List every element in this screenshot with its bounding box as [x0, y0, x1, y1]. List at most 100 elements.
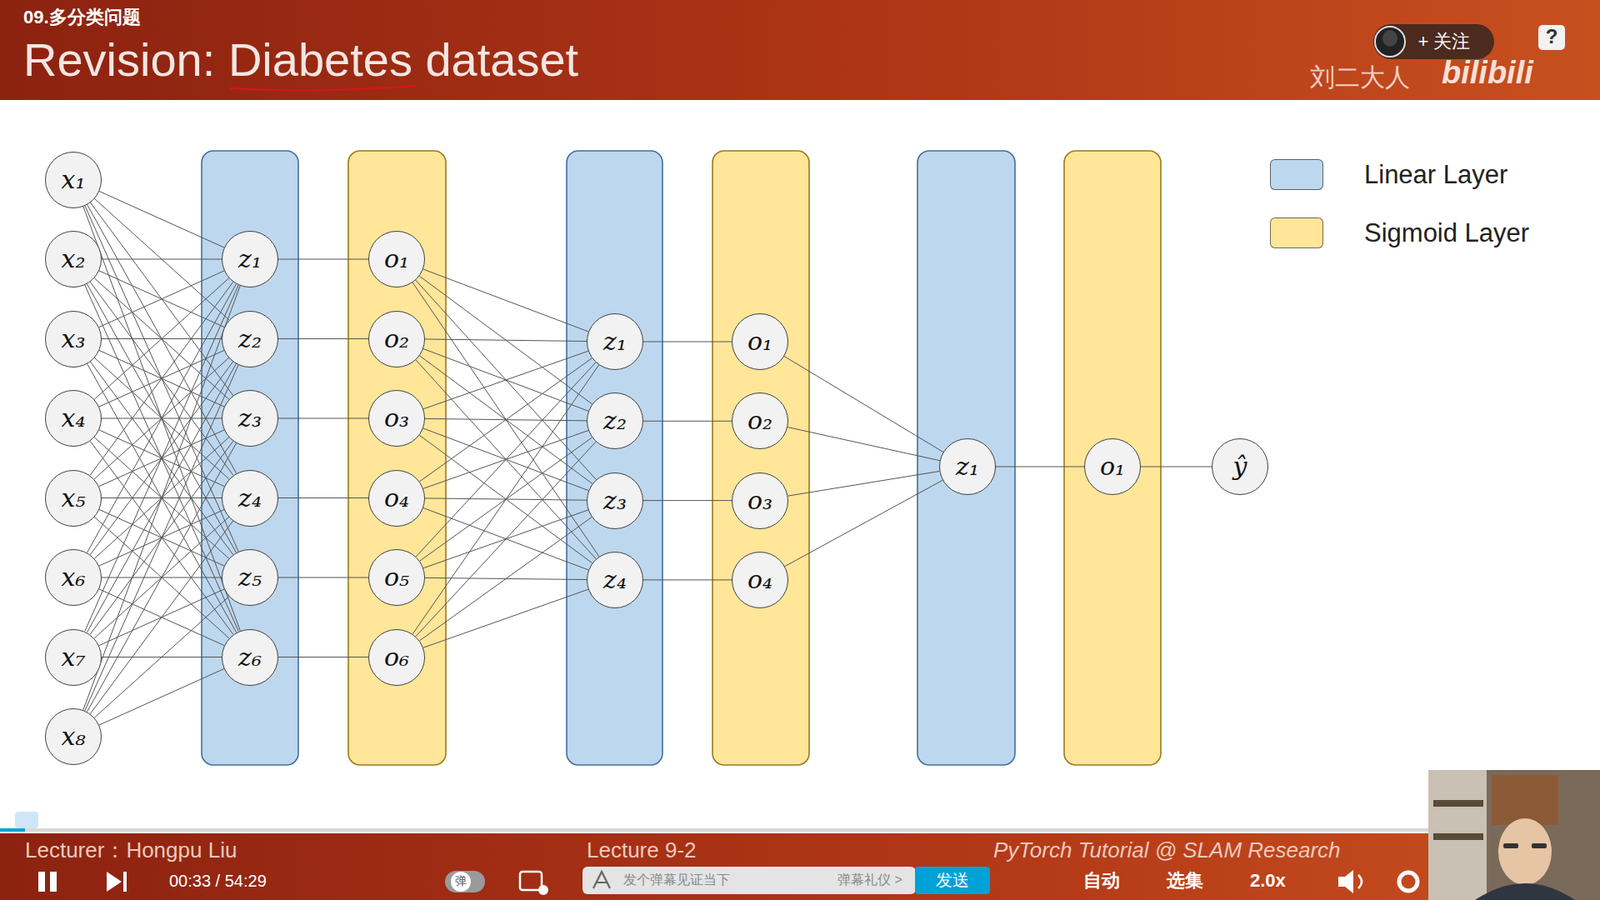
- danmaku-toggle-text: 弹: [455, 874, 467, 888]
- neuron-circle: o₅: [368, 549, 425, 606]
- weight-connection: [278, 338, 369, 340]
- danmaku-toggle: [450, 871, 471, 892]
- neuron-label: o₄: [384, 485, 410, 511]
- neuron-circle: o₁: [368, 230, 425, 288]
- weight-connection: [85, 205, 239, 552]
- webcam-frame: [1428, 770, 1487, 900]
- weight-connection: [423, 269, 589, 332]
- weight-connection: [86, 204, 236, 474]
- neuron-label: z₁: [603, 329, 627, 355]
- follow-button-text: + 关注: [1418, 30, 1471, 52]
- weight-connection: [643, 420, 732, 422]
- legend-swatch: [1270, 217, 1324, 249]
- neuron-circle: o₁: [731, 313, 789, 370]
- weight-connection: [83, 205, 240, 630]
- neuron-label: x₁: [61, 167, 86, 193]
- avatar: [1375, 26, 1405, 57]
- weight-connection: [86, 443, 236, 713]
- time-display: 00:33 / 54:29: [169, 871, 267, 891]
- neuron-circle: o₃: [731, 472, 789, 530]
- webcam-face: [1498, 818, 1552, 885]
- weight-connection: [415, 362, 596, 557]
- slide-title: Revision: Diabetes dataset: [23, 33, 579, 87]
- neuron-label: x₄: [61, 405, 86, 431]
- weight-connection: [423, 589, 589, 648]
- video-title: 09.多分类问题: [23, 6, 141, 28]
- neuron-circle: x₅: [45, 470, 102, 527]
- quality-button: 自动: [1083, 870, 1120, 891]
- slide-footer: Lecturer：Hongpu Liu: [25, 838, 237, 864]
- sigmoid-band: [712, 150, 810, 765]
- slide-footer: PyTorch Tutorial @ SLAM Research: [993, 838, 1341, 864]
- neuron-label: o₁: [1100, 454, 1125, 480]
- neuron-circle: x₂: [45, 230, 102, 288]
- next-icon: [123, 871, 127, 892]
- legend-entry: Sigmoid Layer: [1270, 217, 1530, 249]
- weight-connection: [278, 418, 369, 420]
- neuron-label: z₃: [603, 488, 627, 514]
- weight-connection: [90, 281, 234, 475]
- neuron-label: x₇: [61, 645, 86, 670]
- neuron-label: o₂: [747, 408, 773, 434]
- weight-connection: [425, 339, 587, 342]
- sigmoid-band: [1064, 150, 1161, 765]
- webcam-body: [1475, 883, 1575, 900]
- weight-connection: [420, 358, 593, 482]
- linear-band: [917, 150, 1015, 765]
- neuron-circle: o₃: [368, 390, 425, 447]
- neuron-circle: x₆: [45, 549, 102, 606]
- neuron-label: o₂: [384, 326, 410, 352]
- neuron-circle: z₁: [586, 313, 644, 370]
- neuron-label: z₄: [603, 567, 627, 593]
- neuron-circle: z₂: [586, 392, 644, 450]
- weight-connection: [94, 596, 229, 718]
- neuron-circle: z₃: [221, 390, 279, 447]
- danmaku-toggle: [445, 870, 485, 893]
- pause-icon: [50, 871, 57, 892]
- danmaku-settings-icon: [520, 871, 542, 890]
- neuron-circle: x₇: [45, 629, 102, 686]
- danmaku-input: [582, 866, 916, 895]
- neuron-label: z₁: [955, 454, 980, 480]
- progress-played: [0, 828, 25, 832]
- weight-connection: [278, 656, 369, 658]
- neuron-circle: x₃: [45, 310, 102, 368]
- neuron-circle: z₆: [221, 629, 279, 686]
- weight-connection: [784, 356, 944, 453]
- weight-connection: [94, 198, 229, 320]
- neuron-label: ŷ: [1233, 454, 1248, 480]
- neuron-label: z₄: [238, 485, 262, 511]
- weight-connection: [83, 285, 240, 710]
- webcam-face: [1503, 843, 1519, 849]
- weight-connection: [85, 365, 239, 711]
- volume-icon: [1358, 875, 1362, 889]
- legend-text: Sigmoid Layer: [1364, 218, 1530, 249]
- settings-icon: [1399, 872, 1418, 891]
- weight-connection: [785, 480, 943, 566]
- weight-connection: [415, 280, 596, 480]
- neuron-circle: x₄: [45, 390, 102, 447]
- hand-underline: [230, 85, 417, 90]
- webcam-frame: [1433, 833, 1484, 840]
- neuron-label: o₁: [747, 329, 773, 355]
- weight-connection: [643, 579, 732, 580]
- uploader-watermark: 刘二大人: [1310, 63, 1410, 93]
- neuron-circle: o₄: [731, 551, 789, 609]
- weight-connection: [90, 202, 234, 396]
- help-icon: [1538, 25, 1565, 50]
- help-icon-text: ?: [1545, 25, 1559, 49]
- neuron-label: x₂: [61, 246, 86, 272]
- weight-connection: [415, 360, 596, 560]
- send-button-text: 发送: [935, 870, 970, 890]
- neuron-circle: o₄: [368, 470, 425, 527]
- bottom-bar: [0, 833, 1600, 900]
- weight-connection: [278, 259, 369, 260]
- weight-connection: [94, 278, 229, 400]
- weight-connection: [788, 470, 940, 496]
- neuron-label: x₃: [61, 326, 86, 352]
- pause-icon: [38, 871, 45, 892]
- neuron-label: o₅: [384, 565, 410, 590]
- neuron-label: z₁: [238, 246, 262, 272]
